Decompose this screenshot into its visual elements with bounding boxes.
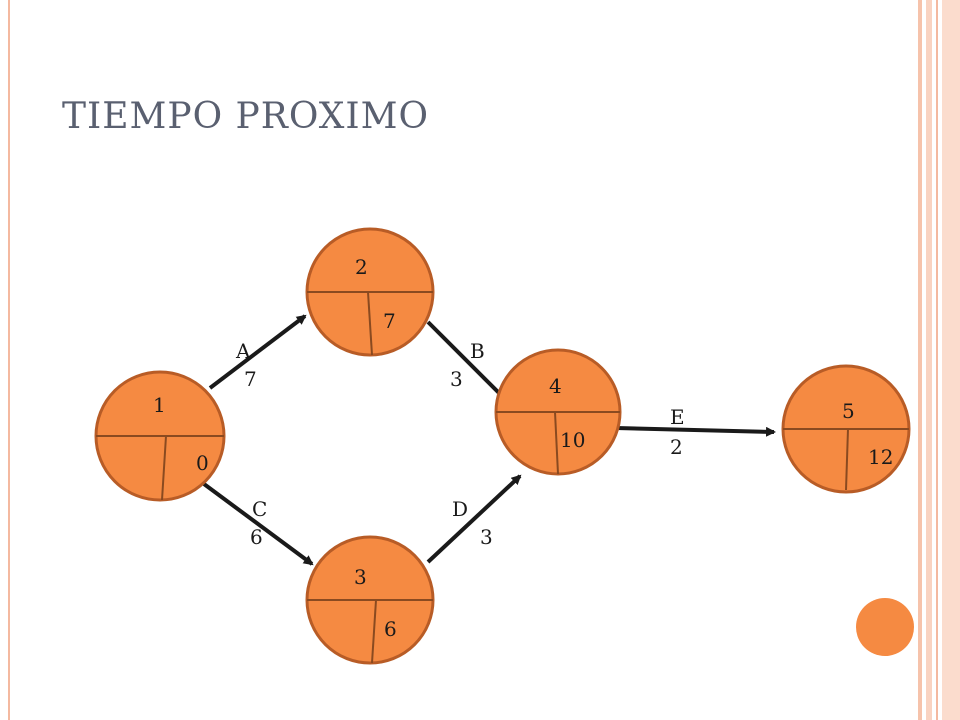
edge-E-duration: 2 <box>670 435 683 459</box>
edge-labels: A 7 B 3 C 6 D 3 E 2 <box>235 339 685 549</box>
node-2-value: 7 <box>383 309 396 333</box>
edge-A <box>208 314 307 390</box>
edges <box>202 314 776 566</box>
node-2-label: 2 <box>355 255 368 279</box>
node-3-split <box>371 599 377 664</box>
node-3: 3 6 <box>305 535 435 665</box>
edge-D-duration: 3 <box>480 525 493 549</box>
node-1-label: 1 <box>153 393 166 417</box>
slide-frame-left-line <box>8 0 10 720</box>
node-5-split <box>845 428 849 491</box>
edge-A-activity: A <box>235 339 251 363</box>
edge-E <box>615 426 776 437</box>
edge-B-activity: B <box>470 339 485 363</box>
edge-E-activity: E <box>670 405 685 429</box>
edge-B-duration: 3 <box>450 367 463 391</box>
node-5: 5 12 <box>781 364 911 494</box>
edge-C-duration: 6 <box>250 525 263 549</box>
node-5-value: 12 <box>868 445 893 469</box>
edge-B <box>426 320 510 404</box>
decorative-accent-circle <box>856 598 914 656</box>
node-3-value: 6 <box>384 617 397 641</box>
node-1-value: 0 <box>196 451 209 475</box>
node-4-label: 4 <box>549 374 562 398</box>
node-4-value: 10 <box>560 428 585 452</box>
edge-D <box>426 474 522 564</box>
node-5-label: 5 <box>842 399 855 423</box>
node-2: 2 7 <box>305 227 435 357</box>
node-1-split <box>161 435 167 501</box>
edge-C <box>202 482 314 566</box>
node-2-split <box>367 291 373 356</box>
node-3-label: 3 <box>354 565 367 589</box>
edge-C-activity: C <box>252 497 267 521</box>
node-4-split <box>554 411 559 475</box>
node-4: 4 10 <box>494 348 622 476</box>
node-1: 1 0 <box>94 370 226 502</box>
slide-title: TIEMPO PROXIMO <box>62 96 429 137</box>
edge-A-duration: 7 <box>244 367 257 391</box>
edge-D-activity: D <box>452 497 468 521</box>
